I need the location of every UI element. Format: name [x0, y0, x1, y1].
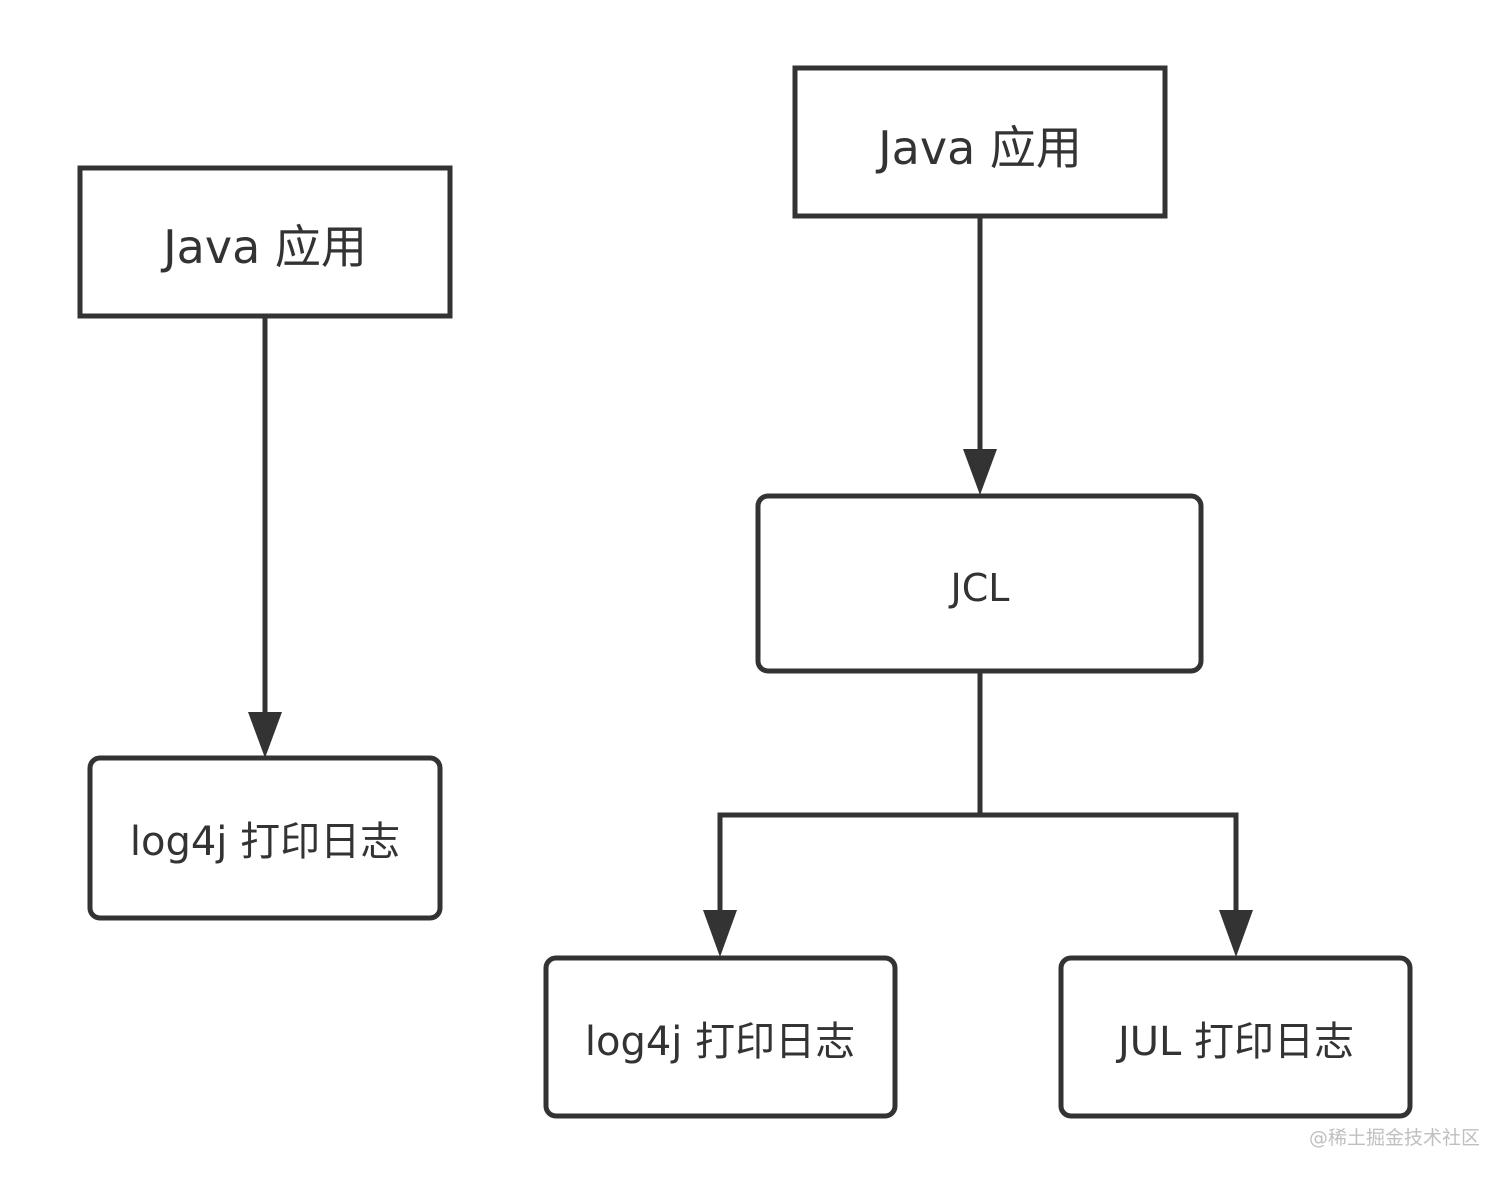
right-arrowhead-jcl: [963, 449, 997, 495]
right-edge-jcl-branch: [703, 671, 1253, 957]
left-log4j-label: log4j 打印日志: [130, 819, 400, 865]
right-edge-app-to-jcl: [963, 216, 997, 495]
watermark-text: @稀土掘金技术社区: [1308, 1127, 1480, 1149]
left-arrowhead: [248, 712, 282, 758]
right-java-app-label: Java 应用: [875, 121, 1082, 175]
right-log4j-node: log4j 打印日志: [543, 955, 898, 1119]
jul-node: JUL 打印日志: [1058, 955, 1413, 1119]
left-java-app-node: Java 应用: [77, 165, 453, 319]
jcl-node: JCL: [755, 493, 1204, 674]
jcl-label: JCL: [949, 566, 1010, 610]
right-arrowhead-log4j: [703, 910, 737, 957]
right-arrowhead-jul: [1219, 910, 1253, 957]
jul-label: JUL 打印日志: [1115, 1019, 1354, 1065]
left-java-app-label: Java 应用: [160, 220, 367, 274]
left-log4j-node: log4j 打印日志: [87, 755, 443, 921]
right-diagram: Java 应用 JCL log4j 打印日志 JUL 打印日志: [543, 65, 1413, 1119]
left-edge-app-to-log4j: [248, 316, 282, 758]
left-diagram: Java 应用 log4j 打印日志: [77, 165, 453, 921]
right-log4j-label: log4j 打印日志: [585, 1019, 855, 1065]
right-java-app-node: Java 应用: [792, 65, 1168, 219]
